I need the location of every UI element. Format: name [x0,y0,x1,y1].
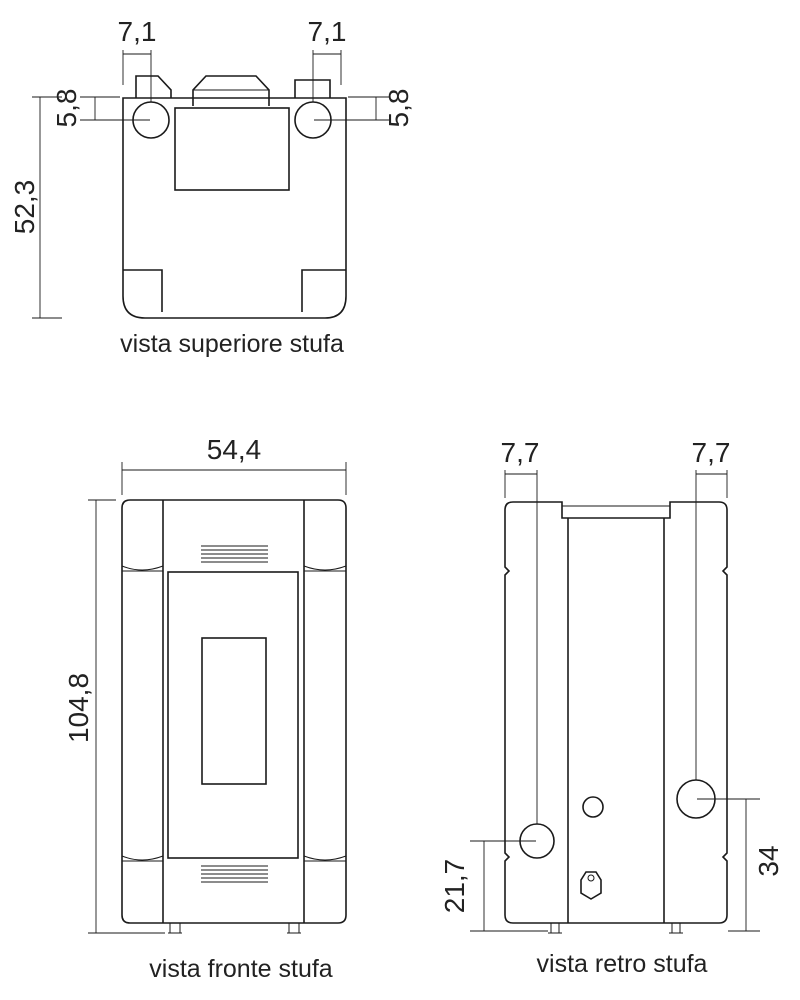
rear-outlets [519,779,716,859]
rear-low-outlet-height-label: 21,7 [439,859,470,914]
top-right-depth-label: 5,8 [383,89,414,128]
top-view-dimension-lines [32,50,390,319]
rear-handle [580,871,602,900]
top-view: 7,1 7,1 5,8 5,8 52,3 vista superiore stu… [9,16,414,358]
rear-right-offset-label: 7,7 [692,437,731,468]
front-door [167,571,299,859]
rear-feet [548,922,683,934]
rear-left-offset-label: 7,7 [501,437,540,468]
top-view-caption: vista superiore stufa [120,330,344,358]
top-left-offset-label: 7,1 [118,16,157,47]
front-vent-bottom [201,865,268,883]
rear-view: 7,7 7,7 21,7 34 vista retro stufa [439,437,784,978]
top-view-outline [122,75,347,319]
front-view: 54,4 104,8 vista fronte stufa [63,434,347,983]
front-height-label: 104,8 [63,673,94,743]
top-right-offset-label: 7,1 [308,16,347,47]
front-feet [168,922,301,934]
rear-view-caption: vista retro stufa [537,950,708,978]
front-view-body [121,499,347,924]
front-view-caption: vista fronte stufa [149,955,333,983]
top-depth-label: 52,3 [9,180,40,235]
top-left-depth-label: 5,8 [51,89,82,128]
top-view-left-outlet [132,75,172,139]
front-width-label: 54,4 [207,434,262,465]
front-view-dimension-lines [88,462,347,934]
rear-view-body [504,501,728,924]
rear-view-dimension-lines [470,470,760,932]
front-vent-top [201,545,268,563]
rear-high-outlet-height-label: 34 [753,845,784,876]
